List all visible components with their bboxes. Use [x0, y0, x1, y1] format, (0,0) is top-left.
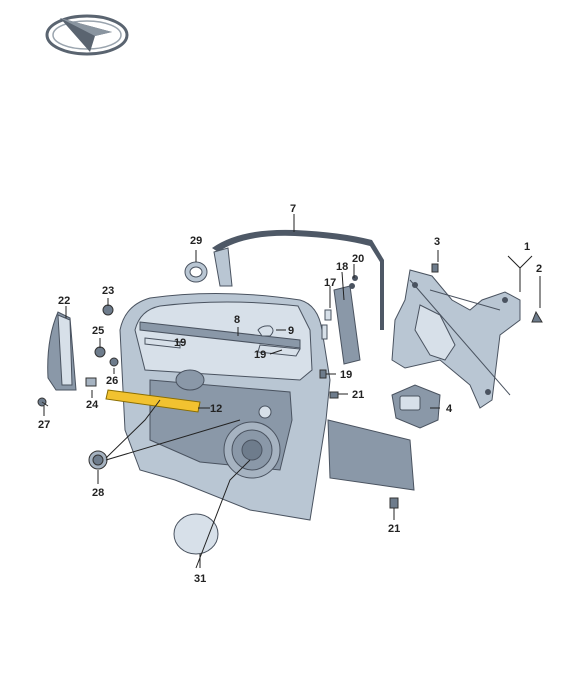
callout-12: 12: [210, 403, 222, 415]
callout-31: 31: [194, 573, 206, 585]
callout-25: 25: [92, 325, 104, 337]
callout-19-c: 19: [340, 369, 352, 381]
leader-lines: [43, 214, 541, 569]
callout-17: 17: [324, 277, 336, 289]
callout-21-a: 21: [352, 389, 364, 401]
callout-9: 9: [288, 325, 294, 337]
corner-seal: [213, 247, 233, 287]
callout-4: 4: [446, 403, 453, 415]
cover-cap: [173, 513, 219, 555]
callout-1: 1: [524, 241, 530, 253]
highlighted-sealing-strip: [105, 389, 201, 413]
callout-7: 7: [290, 203, 296, 215]
window-motor: [391, 384, 441, 429]
fasteners: [37, 263, 543, 509]
callout-22: 22: [58, 295, 70, 307]
window-regulator: [391, 269, 521, 409]
callout-28: 28: [92, 487, 104, 499]
callout-26: 26: [106, 375, 118, 387]
callout-19-b: 19: [254, 349, 266, 361]
guide-rail: [321, 275, 361, 365]
window-frame-seal: [212, 229, 384, 330]
protective-film: [327, 419, 415, 491]
callout-20: 20: [352, 253, 364, 265]
callout-18: 18: [336, 261, 348, 273]
pillar-trim: [47, 311, 77, 391]
callout-3: 3: [434, 236, 440, 248]
clip: [257, 325, 274, 337]
grommet-ring: [184, 261, 208, 283]
callout-19-a: 19: [174, 337, 186, 349]
callout-27: 27: [38, 419, 50, 431]
callout-29: 29: [190, 235, 202, 247]
callout-labels: 1 2 3 4 7 8 9 12 17 18 19 19 19 20 21 21…: [38, 203, 542, 585]
callout-21-b: 21: [388, 523, 400, 535]
callout-24: 24: [86, 399, 99, 411]
callout-23: 23: [102, 285, 114, 297]
belt-strip: [139, 321, 301, 349]
callout-2: 2: [536, 263, 542, 275]
callout-8: 8: [234, 314, 240, 326]
compass-arrow-logo-icon: [45, 14, 129, 56]
